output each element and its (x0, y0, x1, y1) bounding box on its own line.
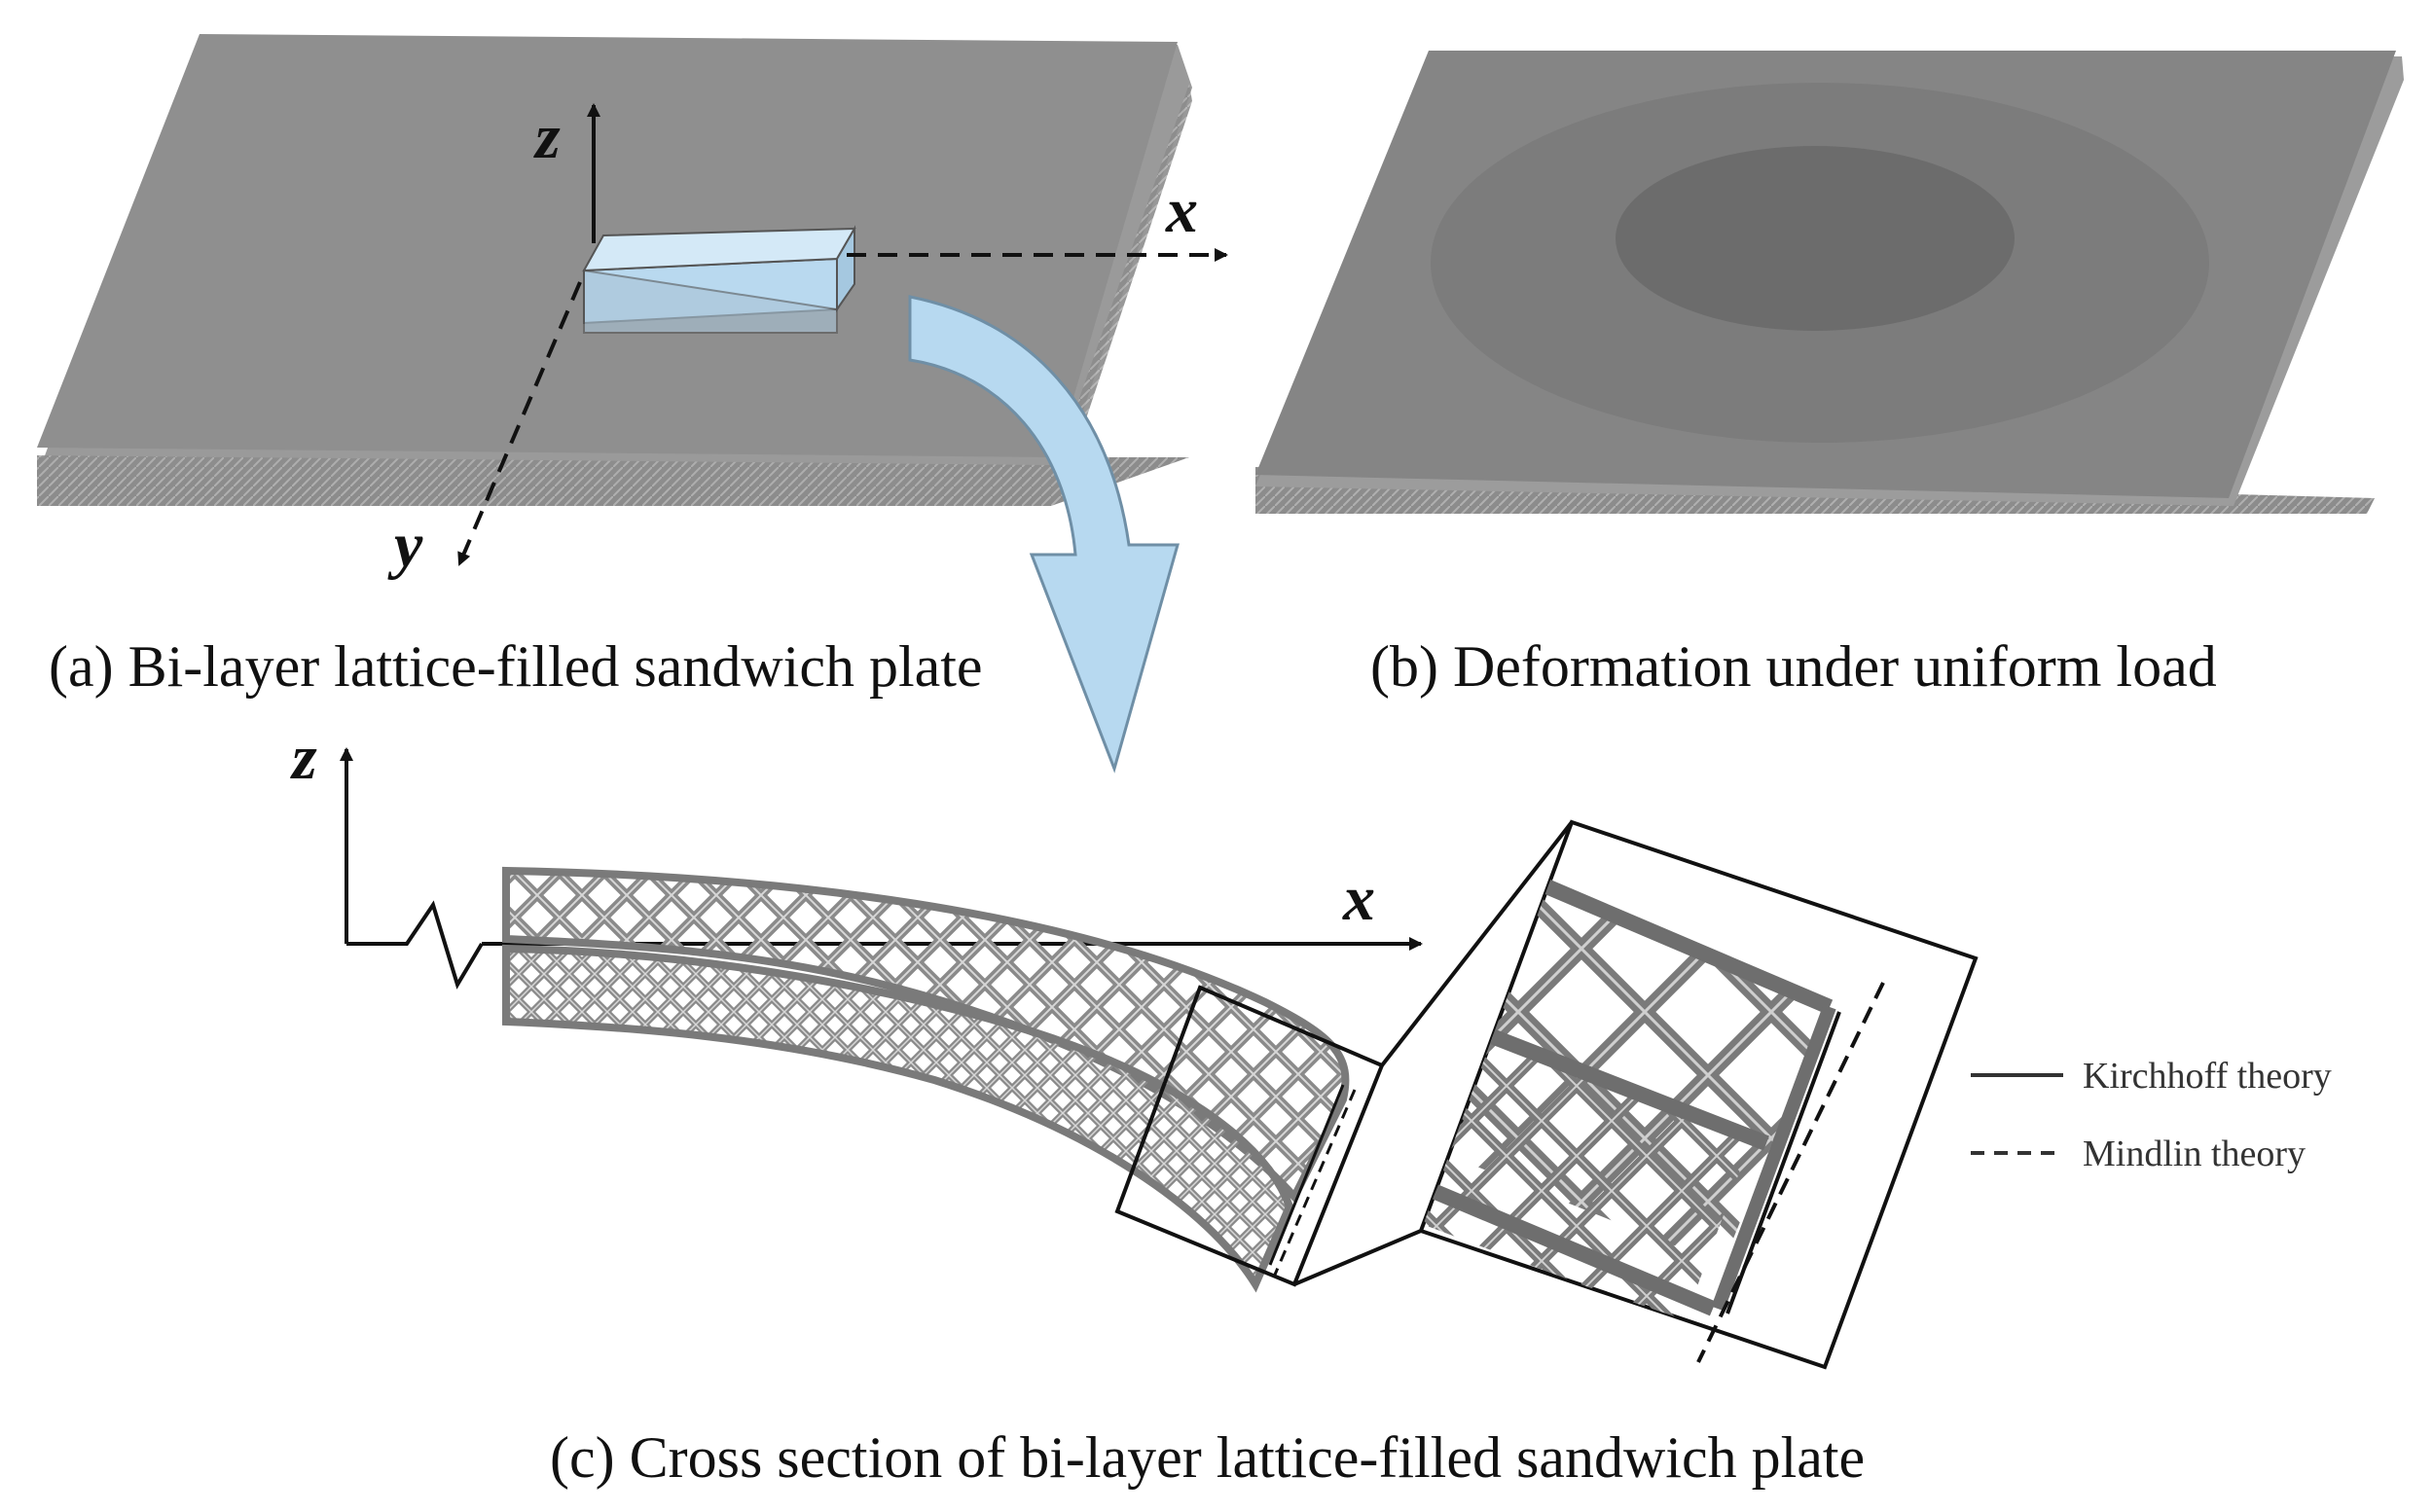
legend-label-mindlin: Mindlin theory (2083, 1134, 2306, 1174)
axis-label-z-a: z (533, 101, 561, 172)
caption-a: (a) Bi-layer lattice-filled sandwich pla… (49, 634, 983, 699)
deformation-contour-inner (1616, 146, 2015, 331)
caption-b: (b) Deformation under uniform load (1370, 634, 2217, 699)
zoom-arrow (908, 295, 1180, 774)
legend-label-kirchhoff: Kirchhoff theory (2083, 1056, 2332, 1097)
zoom-box-large (1418, 819, 1979, 1370)
kirchhoff-line-small (1268, 1084, 1345, 1266)
legend: Kirchhoff theory Mindlin theory (1971, 1056, 2332, 1174)
unit-cell-box (582, 225, 856, 334)
bent-lattice-beam (502, 866, 1350, 1293)
panel-b: (b) Deformation under uniform load (1255, 51, 2404, 699)
coordinate-axes-a: z x y (387, 101, 1228, 581)
axis-label-z-c: z (290, 722, 317, 793)
caption-c: (c) Cross section of bi-layer lattice-fi… (550, 1425, 1865, 1490)
axis-label-y-a: y (387, 510, 423, 581)
axis-label-x-a: x (1165, 175, 1198, 246)
mindlin-line-large (1696, 982, 1885, 1363)
deformed-plate (1255, 51, 2404, 514)
panel-c: z x (290, 722, 2332, 1490)
axis-label-x-c: x (1342, 863, 1375, 934)
panel-a: z x y (a) Bi-layer lattice-filled sandwi… (37, 34, 1228, 699)
mindlin-line-small (1273, 1089, 1357, 1276)
